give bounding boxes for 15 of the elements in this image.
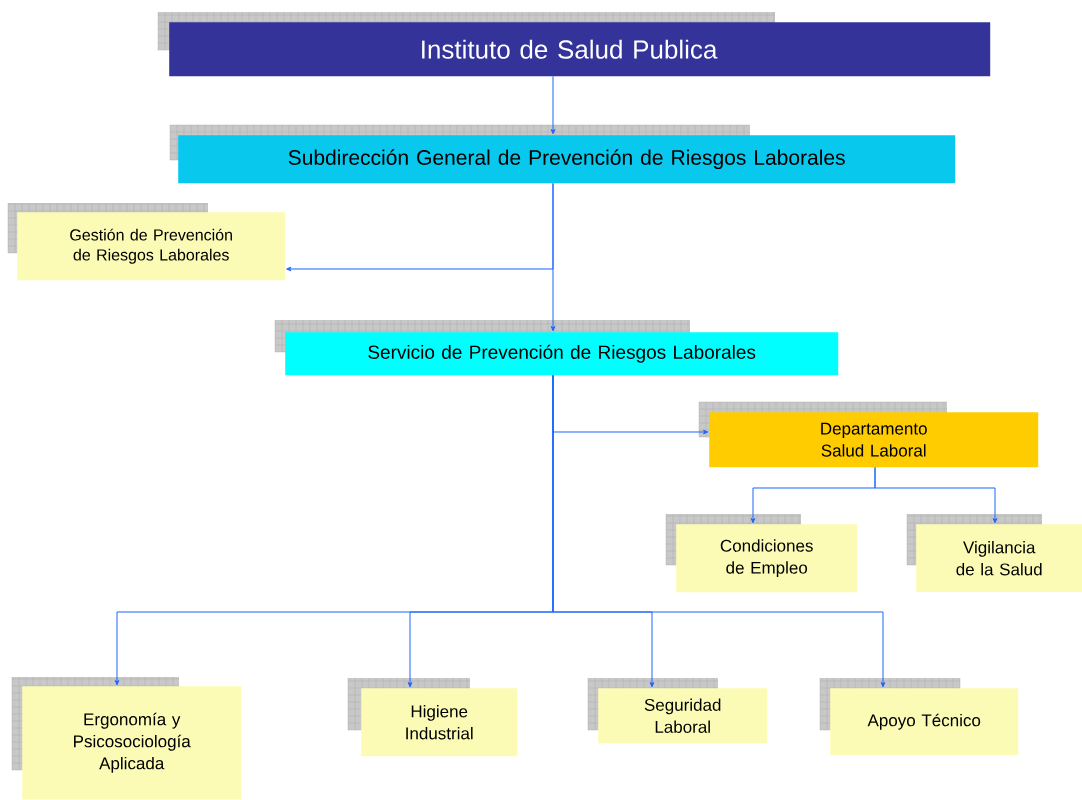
- org-box: Apoyo Técnico: [819, 677, 1019, 756]
- arrow: [550, 75, 556, 135]
- org-box: Servicio de Prevención de Riesgos Laborales: [274, 319, 839, 376]
- arrow: [874, 466, 998, 524]
- org-box: Departamento Salud Laboral: [698, 401, 1039, 468]
- org-box: Instituto de Salud Publica: [157, 11, 991, 77]
- arrow: [552, 374, 886, 688]
- arrow: [550, 182, 556, 332]
- org-box: Ergonomía y Psicosociología Aplicada: [11, 676, 242, 800]
- org-box: Subdirección General de Prevención de Riesgos Laborales: [169, 124, 956, 184]
- org-box: Higiene Industrial: [347, 677, 518, 757]
- org-box: Gestión de Prevención de Riesgos Laborales: [7, 202, 286, 281]
- org-box: Vigilancia de la Salud: [906, 513, 1082, 593]
- org-box: Condiciones de Empleo: [665, 513, 858, 593]
- org-box: Seguridad Laboral: [587, 677, 768, 744]
